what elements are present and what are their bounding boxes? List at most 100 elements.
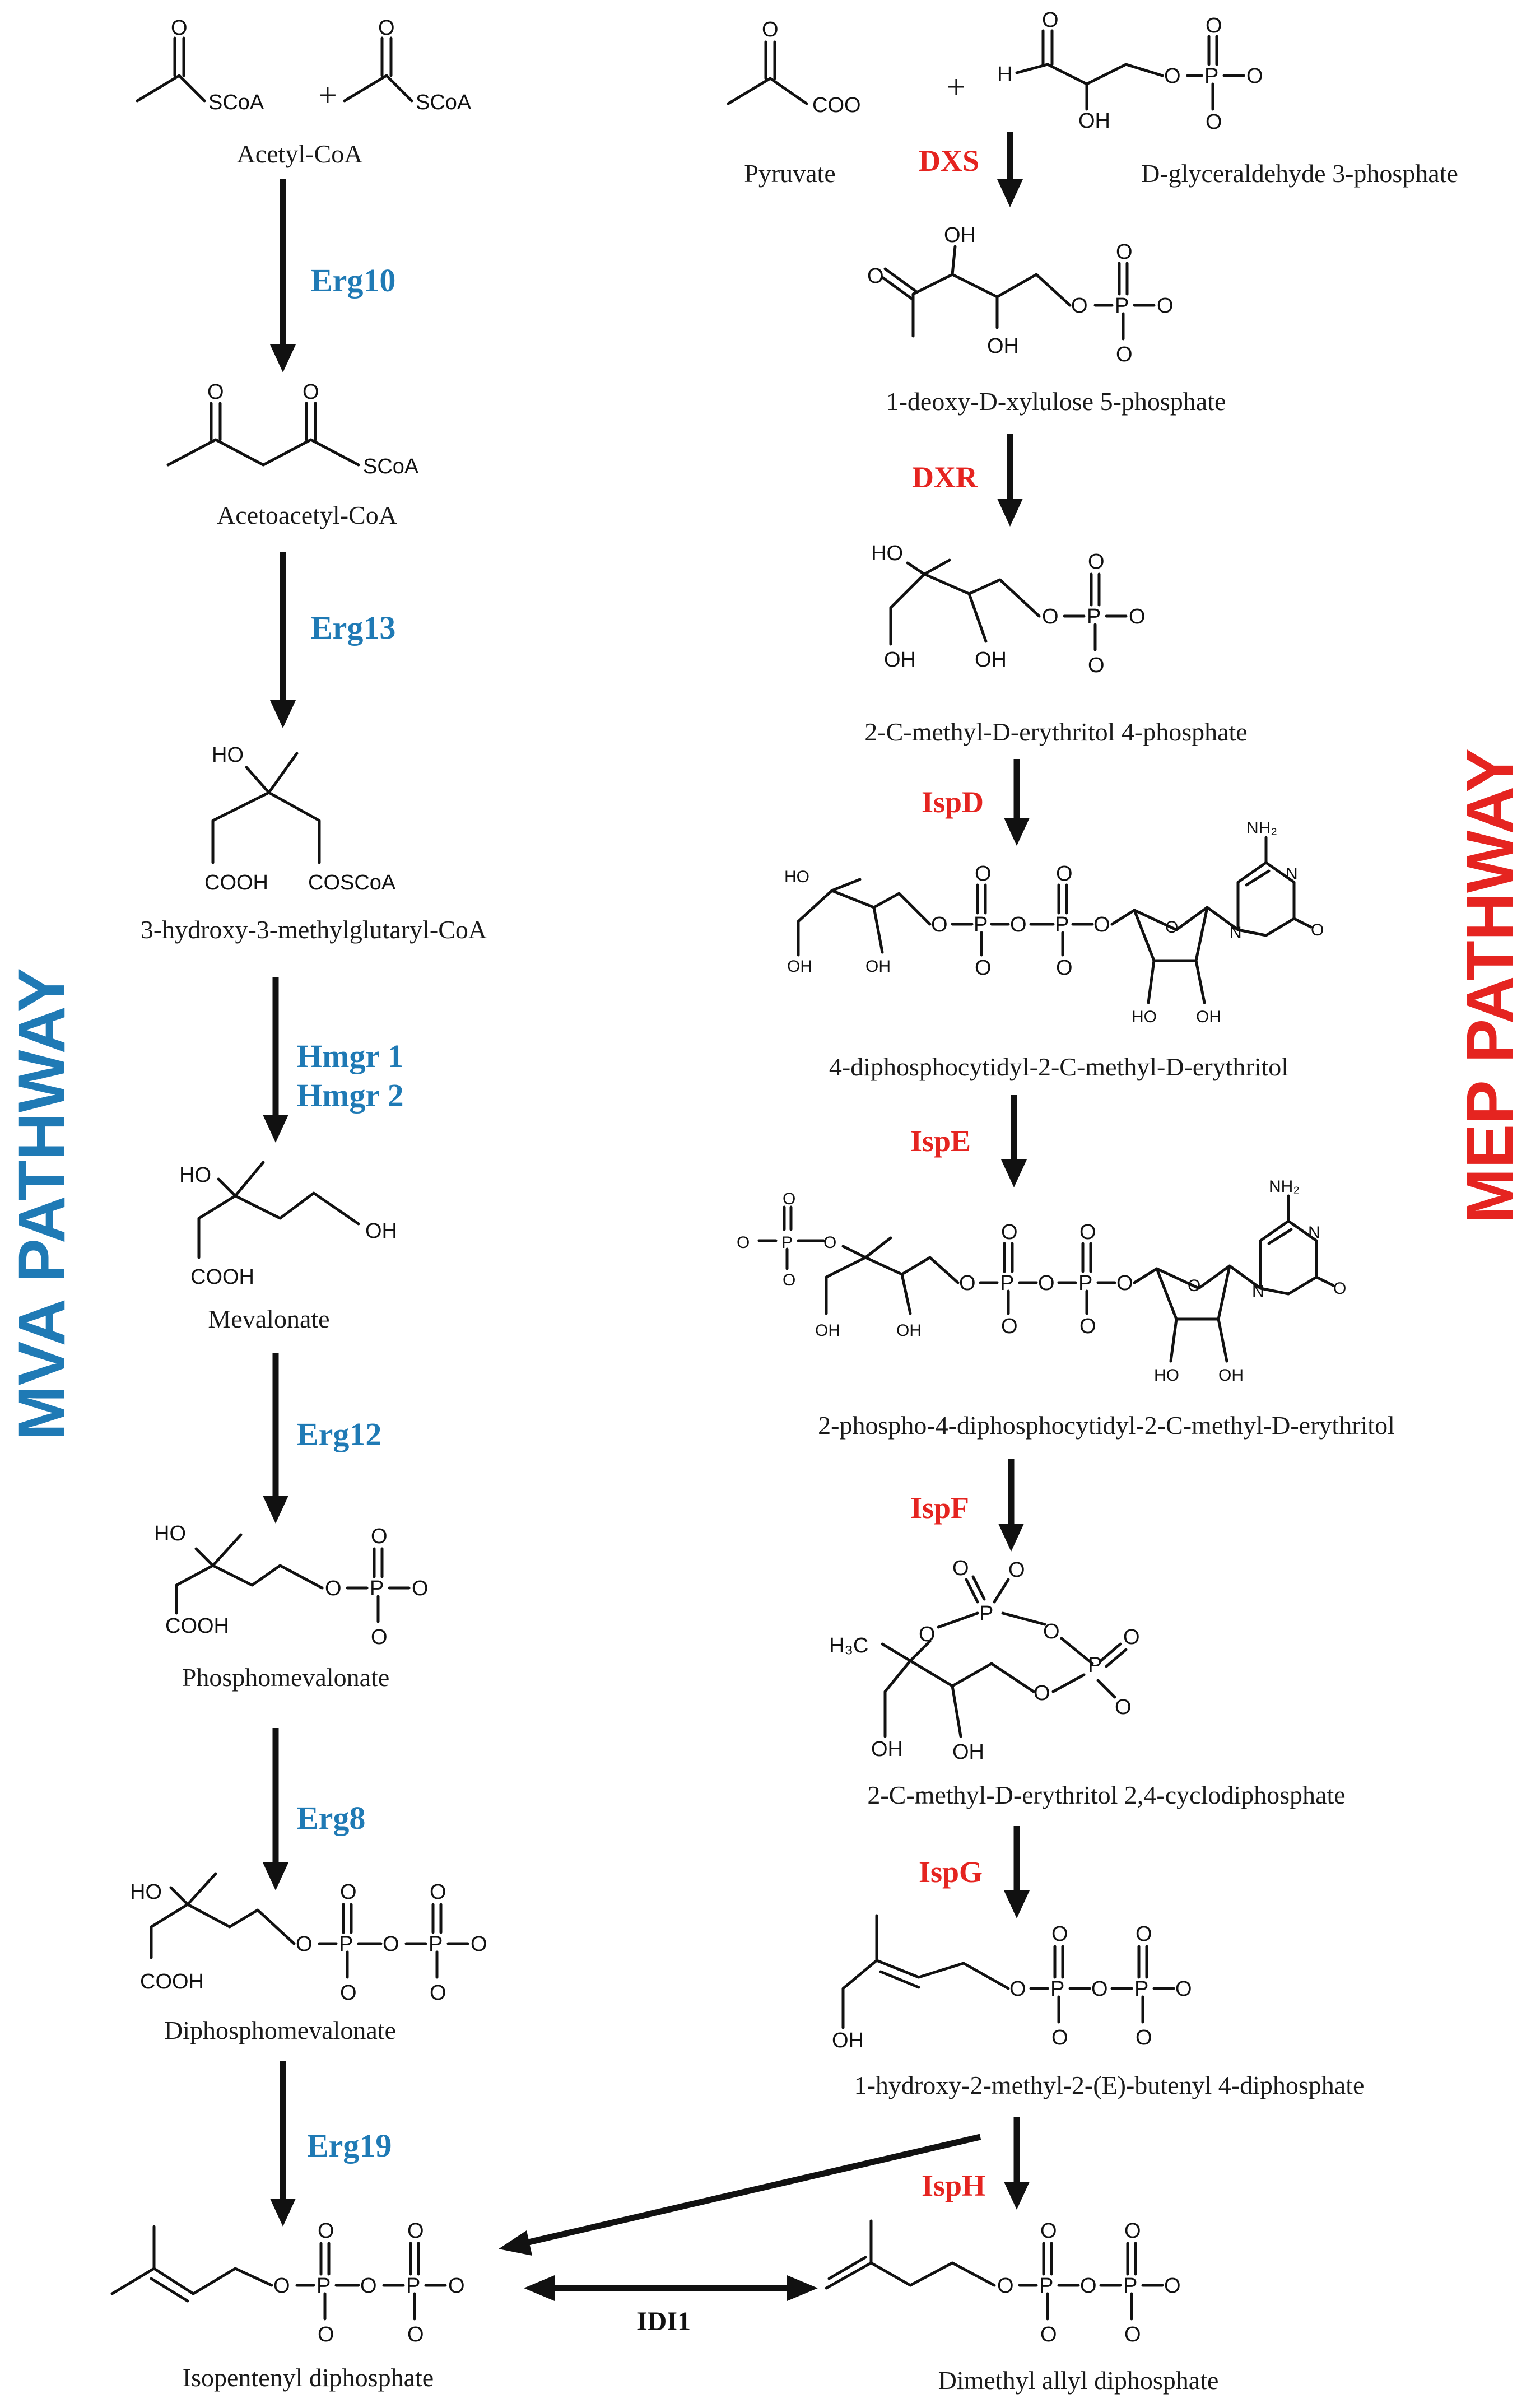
enzyme-label-erg19: Erg19 <box>307 2127 392 2164</box>
diphosphomevalonate-structure: HO O P O P O O O O O COOH <box>130 1872 487 2005</box>
svg-text:O: O <box>448 2274 465 2298</box>
compound-label-mevalonate: Mevalonate <box>208 1305 329 1333</box>
acetyl-coa-structure-2: O SCoA <box>343 16 472 114</box>
svg-text:N: N <box>1252 1282 1264 1301</box>
svg-text:O: O <box>1175 1977 1192 2001</box>
svg-text:OH: OH <box>787 957 812 976</box>
svg-text:O: O <box>1001 1221 1018 1244</box>
svg-text:O: O <box>997 2274 1014 2298</box>
svg-text:O: O <box>1034 1682 1050 1705</box>
svg-text:P: P <box>406 2274 420 2298</box>
svg-text:P: P <box>1204 64 1218 88</box>
compound-label-cdp-mep: 2-phospho-4-diphosphocytidyl-2-C-methyl-… <box>818 1411 1395 1440</box>
isopentenyl-diphosphate-structure: O P O P O O O O O <box>110 2219 465 2346</box>
svg-text:O: O <box>1056 862 1073 886</box>
svg-text:O: O <box>1009 1977 1026 2001</box>
mep-structure: HO OH OH O P O O O <box>871 542 1146 677</box>
svg-text:O: O <box>919 1623 936 1646</box>
svg-text:O: O <box>867 264 884 288</box>
svg-text:COSCoA: COSCoA <box>308 871 396 895</box>
svg-text:OH: OH <box>1196 1008 1221 1026</box>
enzyme-label-ispd: IspD <box>922 785 984 819</box>
mva-arrow-hmgr <box>263 977 288 1143</box>
svg-text:O: O <box>1056 956 1073 980</box>
svg-text:O: O <box>1043 1620 1060 1643</box>
acetoacetyl-coa-structure: O O SCoA <box>166 380 419 478</box>
svg-text:OH: OH <box>832 2029 864 2052</box>
svg-text:O: O <box>1164 2274 1181 2298</box>
enzyme-label-ispe: IspE <box>910 1124 971 1158</box>
enzyme-label-erg10: Erg10 <box>311 262 395 299</box>
svg-text:P: P <box>1134 1977 1148 2001</box>
svg-text:OH: OH <box>944 223 976 247</box>
svg-text:O: O <box>340 1880 357 1904</box>
mep-pathway-title: MEP PATHWAY <box>1453 748 1527 1223</box>
svg-text:O: O <box>1042 605 1059 628</box>
svg-text:O: O <box>296 1932 313 1956</box>
svg-text:OH: OH <box>1078 109 1110 133</box>
svg-text:O: O <box>1071 294 1088 318</box>
svg-text:O: O <box>1093 913 1110 937</box>
svg-text:COOH: COOH <box>165 1614 229 1638</box>
svg-text:HO: HO <box>154 1522 186 1545</box>
svg-text:O: O <box>171 16 188 40</box>
compound-label-isopentenyl-diphosphate: Isopentenyl diphosphate <box>183 2363 434 2392</box>
compound-label-hmbpp: 1-hydroxy-2-methyl-2-(E)-butenyl 4-dipho… <box>854 2071 1365 2099</box>
compound-label-hmg-coa: 3-hydroxy-3-methylglutaryl-CoA <box>141 915 487 944</box>
svg-text:O: O <box>430 1981 446 2005</box>
svg-text:COOH: COOH <box>204 871 268 895</box>
svg-text:P: P <box>979 1602 993 1625</box>
svg-text:O: O <box>318 2323 334 2346</box>
svg-text:O: O <box>1001 1315 1018 1338</box>
svg-text:O: O <box>1129 605 1146 628</box>
svg-text:O: O <box>407 2219 424 2243</box>
mva-pathway-title: MVA PATHWAY <box>5 968 79 1441</box>
svg-text:O: O <box>1136 1922 1152 1946</box>
svg-text:HO: HO <box>1132 1008 1157 1026</box>
svg-text:O: O <box>1123 1625 1140 1649</box>
svg-text:O: O <box>1116 240 1133 264</box>
enzyme-label-erg8: Erg8 <box>297 1800 365 1836</box>
compound-label-pyruvate: Pyruvate <box>744 159 836 188</box>
svg-text:O: O <box>1042 8 1059 32</box>
svg-text:P: P <box>1055 913 1069 937</box>
enzyme-label-erg12: Erg12 <box>297 1416 381 1452</box>
mva-plus-sign: + <box>318 77 337 114</box>
compound-label-g3p: D-glyceraldehyde 3-phosphate <box>1141 159 1458 188</box>
svg-text:OH: OH <box>871 1738 903 1761</box>
svg-text:P: P <box>1039 2274 1053 2298</box>
svg-text:OH: OH <box>975 648 1007 672</box>
svg-text:H: H <box>997 63 1012 86</box>
mep-arrow-ispd <box>1004 759 1030 846</box>
svg-text:P: P <box>317 2274 331 2298</box>
acetyl-coa-structure-1: O SCoA <box>136 16 264 114</box>
svg-text:O: O <box>1246 64 1263 88</box>
svg-text:O: O <box>1088 550 1105 574</box>
svg-text:O: O <box>318 2219 334 2243</box>
svg-text:P: P <box>339 1932 353 1956</box>
svg-text:P: P <box>781 1233 793 1252</box>
enzyme-label-dxs: DXS <box>919 144 979 178</box>
compound-label-dxp: 1-deoxy-D-xylulose 5-phosphate <box>886 387 1226 416</box>
svg-text:OH: OH <box>884 648 916 672</box>
svg-text:O: O <box>975 862 992 886</box>
mevalonate-structure: HO OH COOH <box>179 1161 397 1289</box>
mep-arrow-isph <box>1004 2117 1030 2210</box>
svg-text:NH₂: NH₂ <box>1269 1177 1300 1196</box>
svg-text:NH₂: NH₂ <box>1246 819 1277 837</box>
svg-text:P: P <box>1078 1271 1092 1295</box>
mep-arrow-ispf <box>998 1459 1024 1552</box>
enzyme-label-isph: IspH <box>922 2169 985 2202</box>
mep-plus-sign: + <box>947 68 966 105</box>
svg-text:O: O <box>952 1557 969 1580</box>
svg-text:O: O <box>360 2274 377 2298</box>
svg-text:O: O <box>303 380 319 404</box>
hmbpp-structure: OH O P O P O O O O O <box>832 1914 1192 2052</box>
svg-text:O: O <box>1091 1977 1108 2001</box>
svg-text:SCoA: SCoA <box>416 91 472 114</box>
compound-label-cdp-me: 4-diphosphocytidyl-2-C-methyl-D-erythrit… <box>829 1052 1288 1081</box>
compound-label-dmapp: Dimethyl allyl diphosphate <box>938 2366 1219 2395</box>
svg-text:H₃C: H₃C <box>829 1634 868 1657</box>
enzyme-label-idi1: IDI1 <box>637 2307 691 2336</box>
